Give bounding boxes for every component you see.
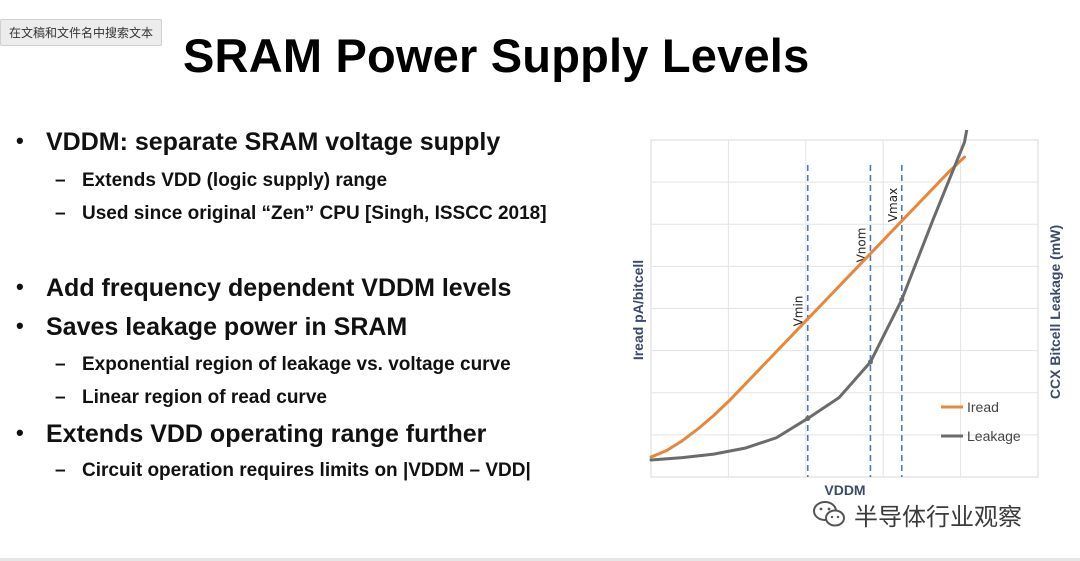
bullet-dot: • (16, 274, 24, 299)
bullet-operating-range: • Extends VDD operating range further (16, 420, 487, 449)
chart-vlines: Vmin Vnom Vmax (792, 165, 903, 477)
sub-bullet-zen: – Used since original “Zen” CPU [Singh, … (55, 203, 547, 225)
bullet-dot: • (16, 128, 24, 153)
bullet-text: Extends VDD (logic supply) range (82, 170, 388, 191)
legend-label-leakage: Leakage (967, 428, 1021, 444)
bullet-text: VDDM: separate SRAM voltage supply (46, 128, 501, 156)
y-axis-label: Iread pA/bitcell (630, 260, 646, 360)
y2-axis-label: CCX Bitcell Leakage (mW) (1047, 225, 1063, 399)
slide-title: SRAM Power Supply Levels (183, 29, 810, 82)
bullet-dash: – (55, 387, 66, 408)
sub-bullet-extends-vdd: – Extends VDD (logic supply) range (55, 170, 388, 192)
bottom-divider (0, 558, 1080, 561)
bullet-text: Used since original “Zen” CPU [Singh, IS… (82, 203, 547, 224)
chart-grid (650, 139, 1039, 478)
bullet-text: Linear region of read curve (82, 387, 327, 408)
series-line-leakage (649, 130, 969, 462)
vline-label-vmin: Vmin (792, 296, 806, 327)
bullet-dash: – (55, 354, 66, 375)
search-text-button[interactable]: 在文稿和文件名中搜索文本 (0, 19, 163, 46)
series-line-iread (649, 155, 966, 459)
bullet-dash: – (55, 170, 66, 191)
bullet-dash: – (55, 460, 66, 481)
series-point-leakage (805, 415, 811, 421)
chart-series (649, 130, 969, 462)
sub-bullet-exponential: – Exponential region of leakage vs. volt… (55, 354, 511, 376)
bullet-dash: – (55, 203, 66, 224)
series-point-leakage (899, 297, 905, 303)
bullet-text: Add frequency dependent VDDM levels (46, 274, 512, 302)
bullet-leakage-power: • Saves leakage power in SRAM (16, 313, 408, 342)
sub-bullet-linear: – Linear region of read curve (55, 387, 327, 409)
x-axis-label: VDDM (824, 482, 865, 498)
bullet-text: Exponential region of leakage vs. voltag… (82, 354, 511, 375)
bullet-vddm: • VDDM: separate SRAM voltage supply (16, 128, 501, 157)
bullet-dot: • (16, 313, 24, 338)
sub-bullet-circuit-limits: – Circuit operation requires limits on |… (55, 460, 531, 482)
bullet-text: Extends VDD operating range further (46, 420, 487, 448)
bullet-dot: • (16, 420, 24, 445)
legend-label-iread: Iread (967, 399, 999, 415)
watermark: 半导体行业观察 (812, 497, 1022, 531)
watermark-text: 半导体行业观察 (854, 502, 1022, 531)
vline-label-vnom: Vnom (854, 228, 868, 263)
bullet-text: Circuit operation requires limits on |VD… (82, 460, 531, 481)
series-point-leakage (867, 359, 873, 365)
wechat-icon (813, 501, 845, 527)
bullet-frequency-levels: • Add frequency dependent VDDM levels (16, 274, 512, 303)
bullet-text: Saves leakage power in SRAM (46, 313, 408, 341)
vline-label-vmax: Vmax (886, 188, 900, 222)
